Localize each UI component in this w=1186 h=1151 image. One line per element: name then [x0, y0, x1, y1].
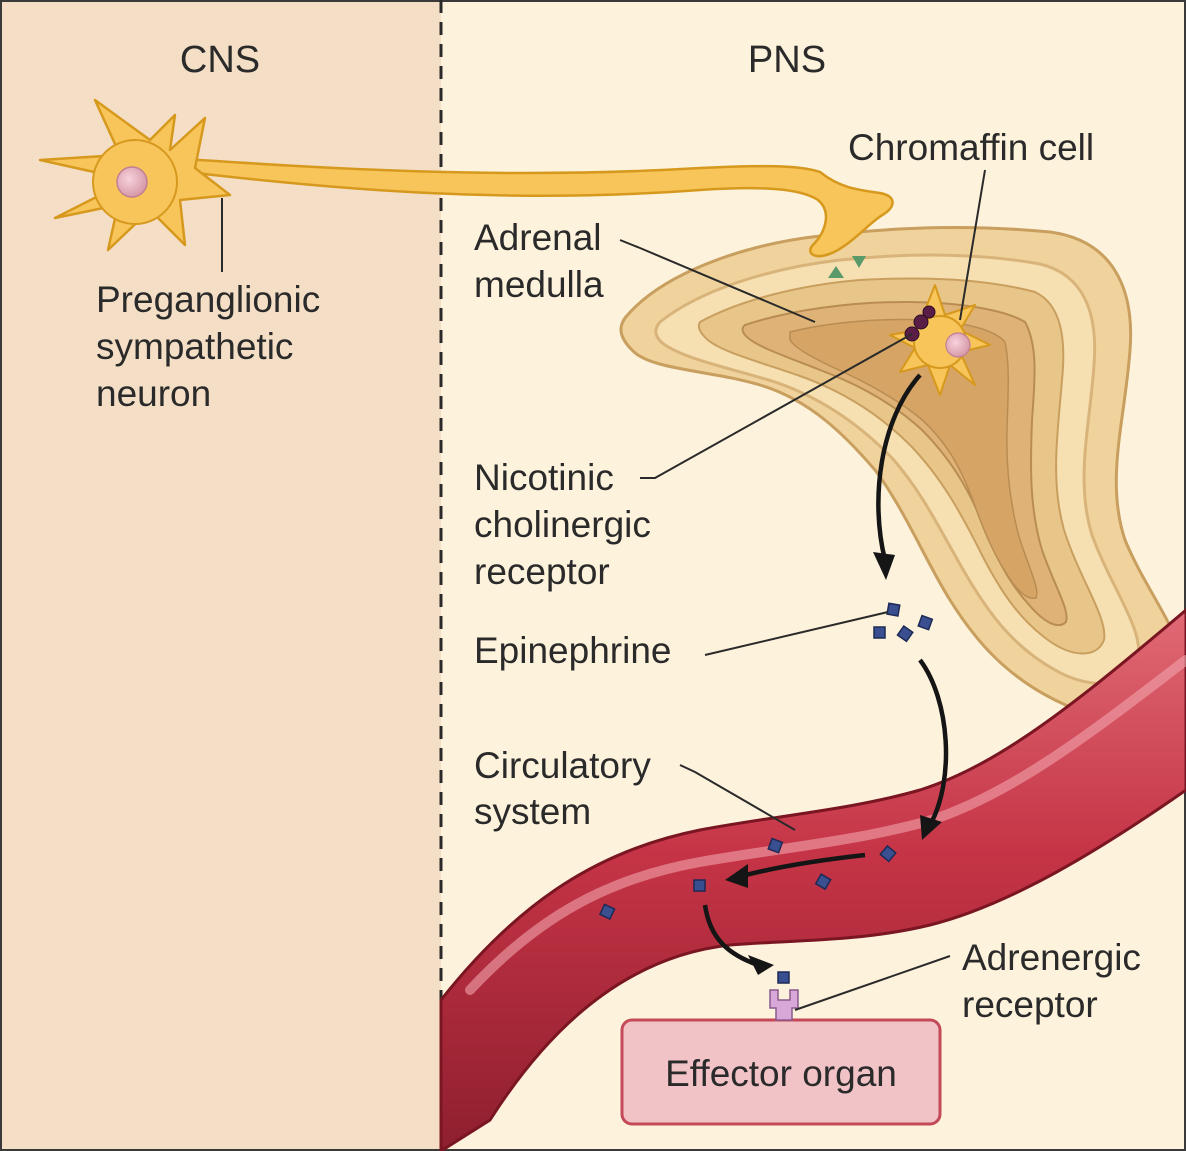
- epinephrine-molecule: [874, 627, 885, 638]
- adrenal-medulla-line-2: medulla: [474, 264, 604, 305]
- epinephrine-label: Epinephrine: [474, 630, 671, 671]
- neuron-nucleus: [117, 167, 147, 197]
- adrenal-medulla-line-1: Adrenal: [474, 217, 602, 258]
- preganglionic-line-1: Preganglionic: [96, 279, 320, 320]
- adrenergic-line-1: Adrenergic: [962, 937, 1141, 978]
- pns-header: PNS: [748, 39, 826, 81]
- cns-header: CNS: [180, 39, 260, 81]
- chromaffin-cell-label: Chromaffin cell: [848, 127, 1094, 168]
- chromaffin-nucleus: [946, 333, 970, 357]
- nicotinic-line-3: receptor: [474, 551, 610, 592]
- circulatory-line-1: Circulatory: [474, 745, 651, 786]
- circulatory-line-2: system: [474, 791, 591, 832]
- epinephrine-molecule: [778, 972, 789, 983]
- preganglionic-line-2: sympathetic: [96, 326, 293, 367]
- epinephrine-molecule: [887, 603, 900, 616]
- nicotinic-line-1: Nicotinic: [474, 457, 614, 498]
- effector-organ-label: Effector organ: [665, 1053, 897, 1094]
- adrenergic-line-2: receptor: [962, 984, 1098, 1025]
- nicotinic-line-2: cholinergic: [474, 504, 651, 545]
- epinephrine-molecule: [694, 880, 705, 891]
- preganglionic-line-3: neuron: [96, 373, 211, 414]
